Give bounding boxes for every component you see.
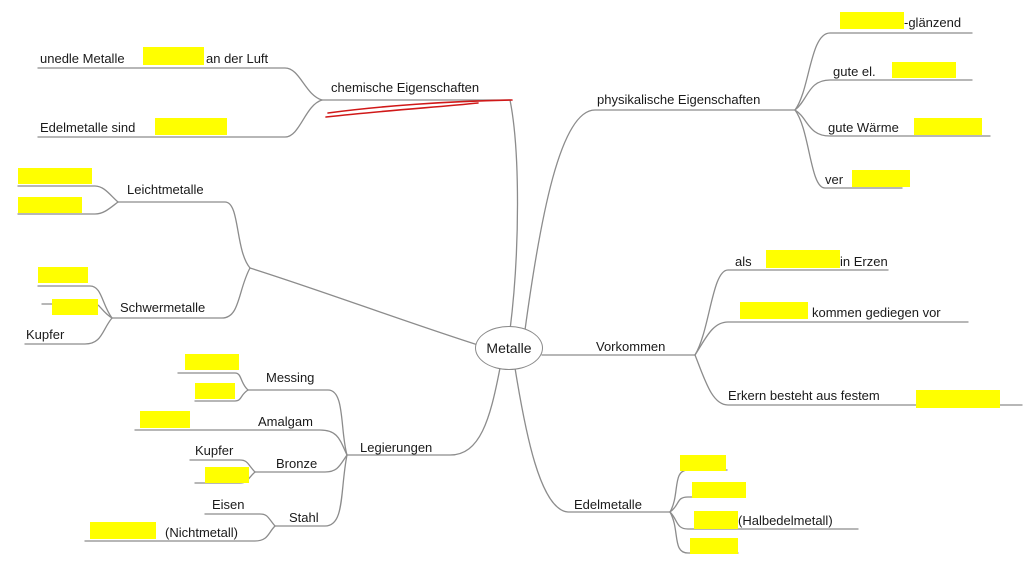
highlight-blank: [155, 118, 227, 135]
line-leg-bronze: [254, 454, 348, 473]
phys-item-gute-el: gute el.: [833, 64, 876, 79]
phys-item-gute-waerme: gute Wärme: [828, 120, 899, 135]
line-center-legierungen: [346, 367, 501, 456]
line-bronze-1: [189, 459, 256, 473]
chem-item-an-der-luft: an der Luft: [206, 51, 269, 66]
vork-item-in-erzen: in Erzen: [840, 254, 888, 269]
line-leg-amalgam: [134, 429, 348, 456]
stahl-item-nichtmetall: (Nichtmetall): [165, 525, 238, 540]
vork-item-gediegen: kommen gediegen vor: [812, 305, 941, 320]
highlight-blank: [90, 522, 156, 539]
line-vork-2: [694, 321, 969, 356]
line-stahl-1: [204, 513, 276, 527]
highlight-blank: [690, 538, 738, 554]
center-label: Metalle: [486, 340, 532, 356]
line-center-edelmetalle: [514, 367, 671, 513]
leg-messing: Messing: [266, 370, 315, 385]
schwer-item-kupfer: Kupfer: [26, 327, 65, 342]
line-schwer: [111, 267, 251, 319]
highlight-blank: [740, 302, 808, 319]
branch-leichtmetalle: Leichtmetalle: [127, 182, 204, 197]
line-chem-edel: [37, 99, 323, 138]
leg-amalgam: Amalgam: [258, 414, 313, 429]
vork-item-als: als: [735, 254, 752, 269]
highlight-blank: [694, 511, 738, 529]
branch-vorkommen: Vorkommen: [596, 339, 666, 354]
line-center-metalle-types: [249, 267, 479, 346]
branch-physikalische-eigenschaften: physikalische Eigenschaften: [597, 92, 761, 107]
line-messing-2: [194, 389, 249, 402]
highlight-blank: [52, 299, 98, 315]
line-edel-4: [669, 511, 739, 554]
highlight-blank: [766, 250, 840, 268]
line-vork-3: [694, 354, 1023, 406]
line-leg-stahl: [274, 454, 348, 527]
line-phys-4: [794, 109, 903, 189]
branch-legierungen: Legierungen: [360, 440, 433, 455]
leg-stahl: Stahl: [289, 510, 319, 525]
branch-edelmetalle: Edelmetalle: [574, 497, 642, 512]
branch-schwermetalle: Schwermetalle: [120, 300, 206, 315]
chem-item-edelmetalle-sind: Edelmetalle sind: [40, 120, 136, 135]
highlight-blank: [692, 482, 746, 498]
line-leicht: [117, 201, 251, 269]
line-schwer-1: [37, 285, 113, 319]
line-chem-unedle: [37, 67, 323, 101]
line-edel-3: [669, 511, 859, 530]
chem-item-unedle-metalle: unedle Metalle: [40, 51, 125, 66]
line-leicht-2: [17, 201, 119, 215]
highlight-blank: [892, 62, 956, 78]
line-phys-2: [794, 79, 973, 111]
phys-item-glaenzend: -glänzend: [904, 15, 962, 30]
line-leg-messing: [247, 389, 348, 456]
highlight-blank: [140, 411, 190, 428]
highlight-blank: [195, 383, 235, 399]
highlight-blank: [840, 12, 904, 29]
line-center-phys: [524, 109, 796, 331]
line-schwer-3: [24, 317, 113, 345]
red-underline-1: [327, 99, 513, 114]
highlight-blank: [38, 267, 88, 283]
line-phys-1: [794, 32, 973, 111]
bronze-item-kupfer: Kupfer: [195, 443, 234, 458]
highlight-blank: [916, 390, 1000, 408]
highlight-blank: [185, 354, 239, 370]
leg-bronze: Bronze: [276, 456, 318, 471]
highlight-blank: [143, 47, 204, 65]
line-center-chemisch: [321, 99, 519, 331]
phys-item-ver: ver: [825, 172, 844, 187]
highlight-blank: [914, 118, 982, 135]
highlight-blank: [18, 168, 92, 184]
branch-chemische-eigenschaften: chemische Eigenschaften: [331, 80, 480, 95]
vork-item-erkern: Erkern besteht aus festem: [728, 388, 880, 403]
highlight-blank: [205, 467, 249, 483]
line-stahl-2: [84, 525, 276, 542]
highlight-blank: [852, 170, 910, 187]
red-underline-2: [325, 102, 479, 118]
line-leicht-1: [17, 185, 119, 203]
line-messing-1: [177, 372, 249, 391]
edel-item-halbedelmetall: (Halbedelmetall): [738, 513, 833, 528]
line-vork-1: [694, 269, 889, 356]
highlight-blank: [18, 197, 82, 213]
center-node: Metalle: [475, 326, 543, 370]
line-phys-3: [794, 109, 991, 137]
highlight-blank: [680, 455, 726, 471]
line-edel-2: [669, 496, 746, 513]
stahl-item-eisen: Eisen: [212, 497, 245, 512]
